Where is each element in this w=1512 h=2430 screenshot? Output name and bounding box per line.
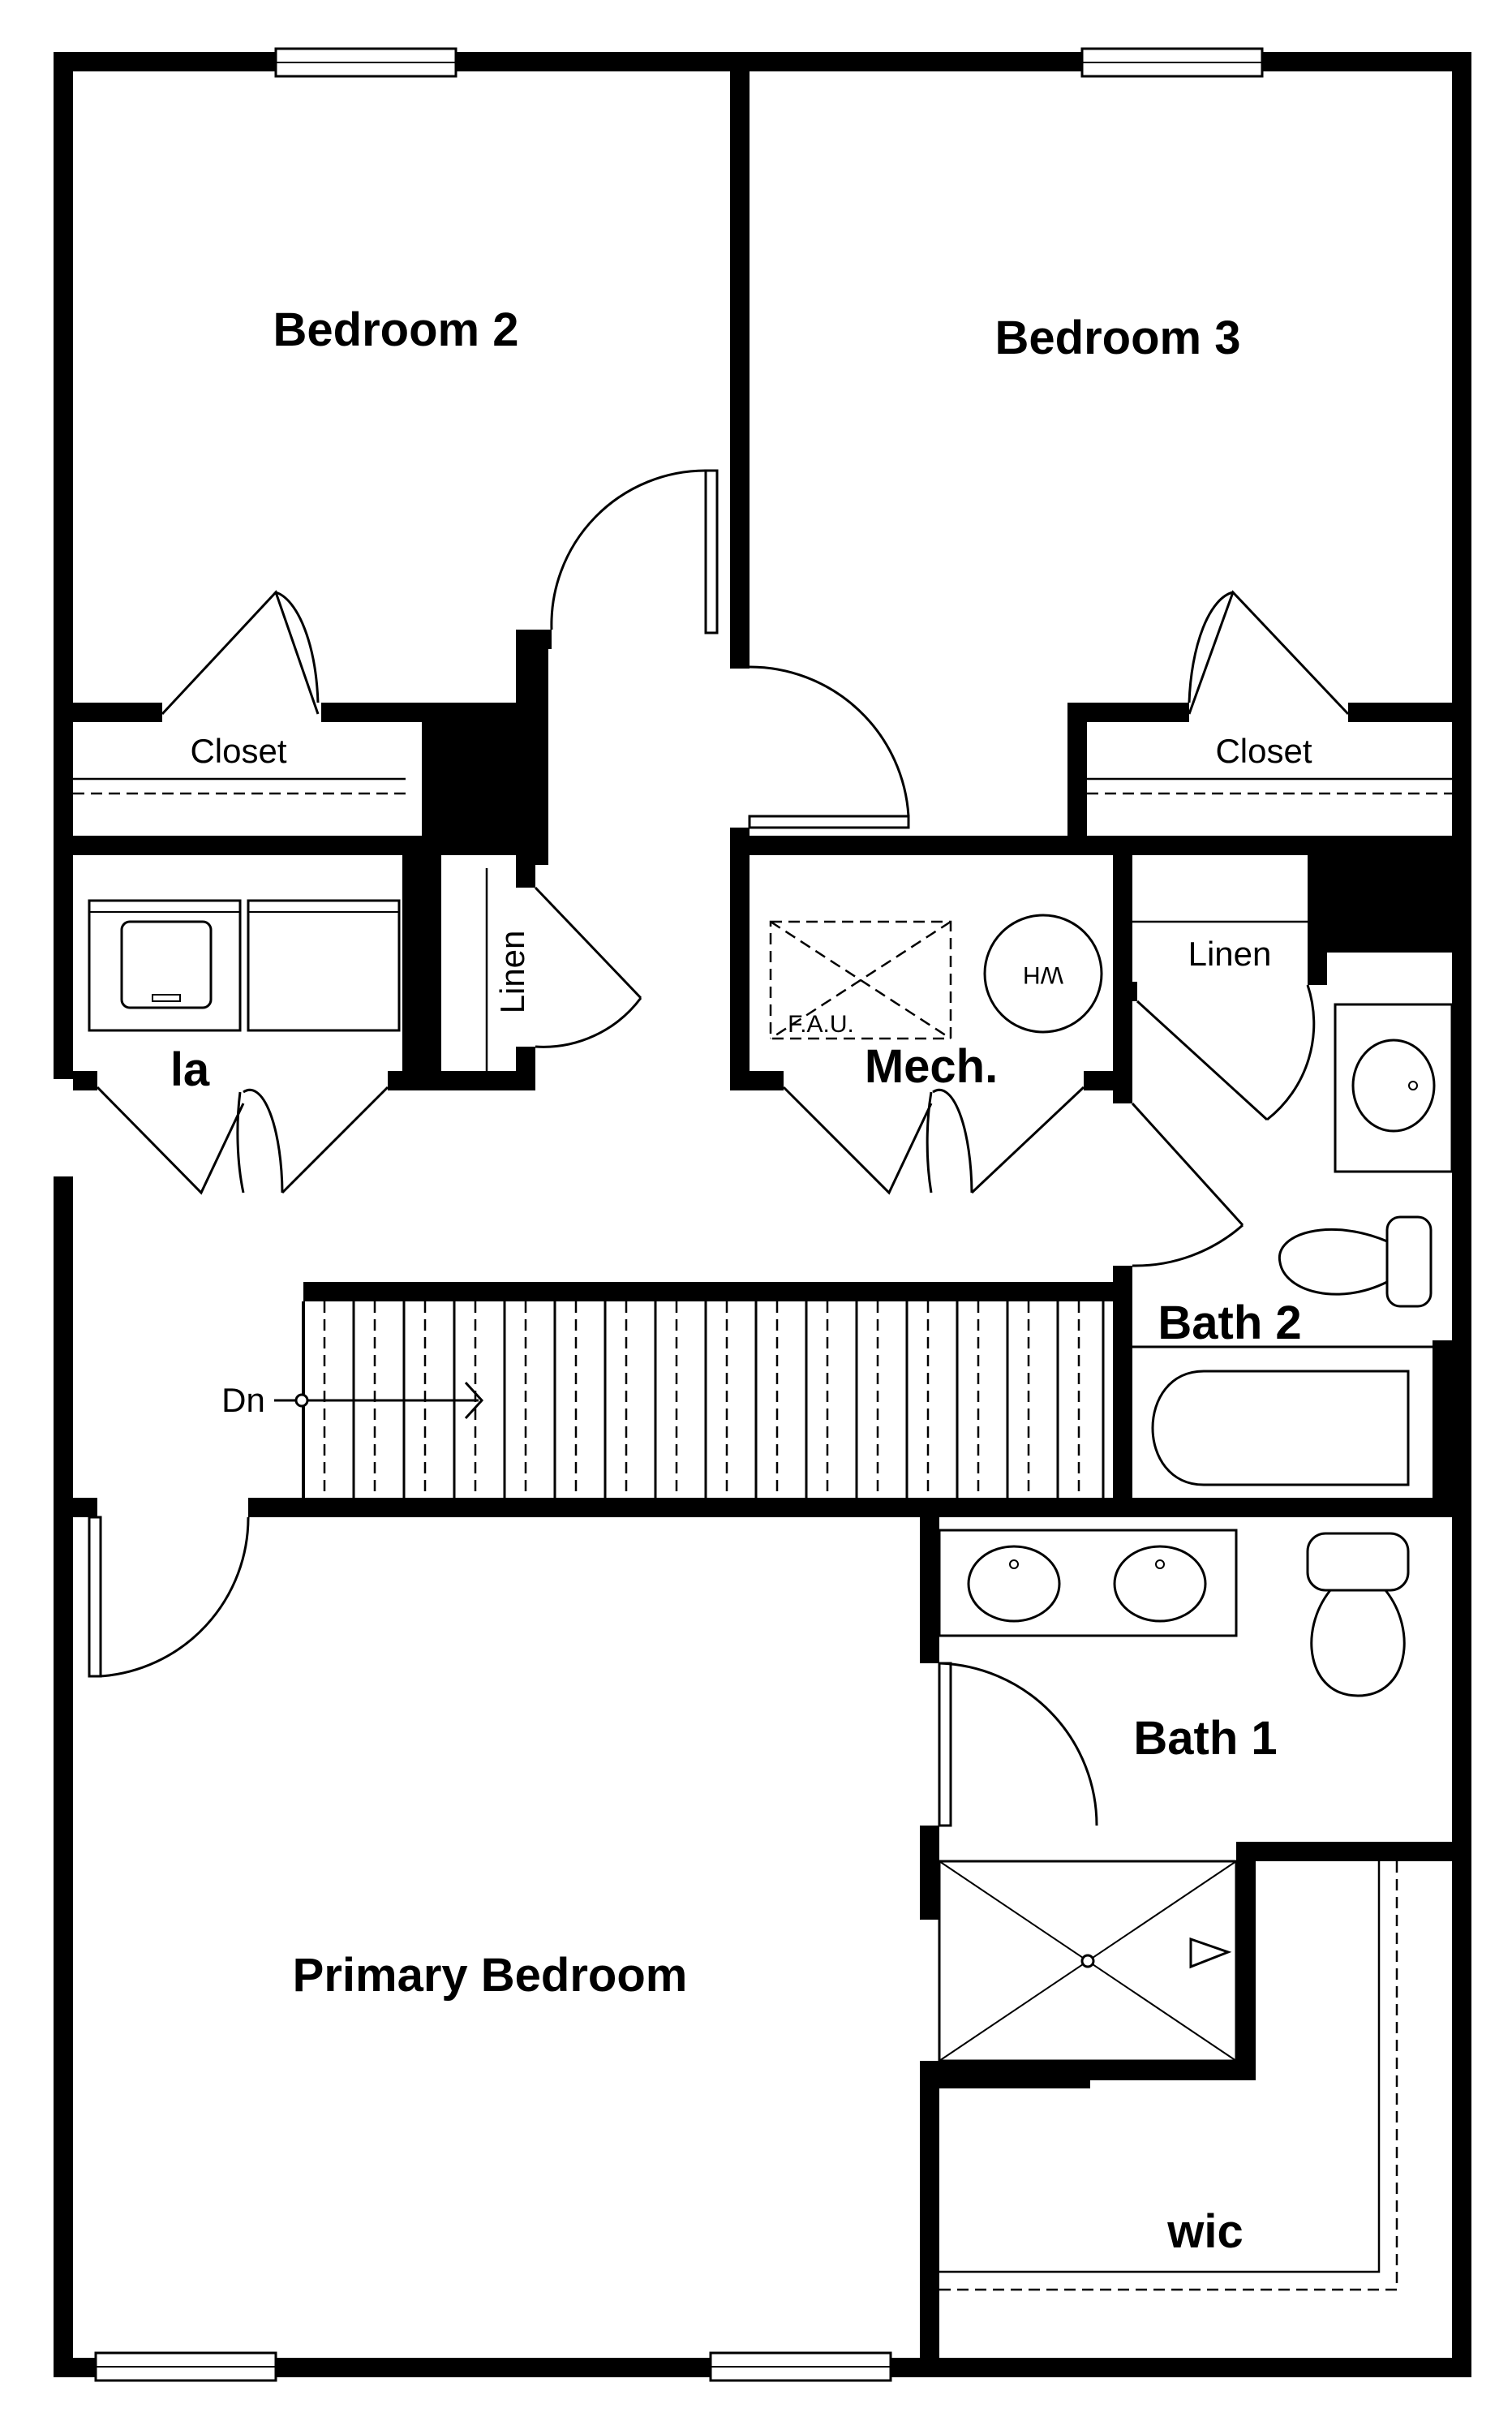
windows [94,47,1264,2382]
dryer-icon [247,899,401,1032]
bath-1-vanity-icon [938,1529,1238,1637]
bath-2-tub-icon [1132,1345,1433,1486]
bedroom-3-label: Bedroom 3 [995,312,1241,364]
room-labels: Bedroom 2 Bedroom 3 Closet Closet la Lin… [170,303,1312,2258]
washer-icon [88,899,242,1032]
linen-left-label: Linen [493,931,531,1014]
window-primary-right [709,2351,892,2382]
bedroom-2-label: Bedroom 2 [273,303,519,356]
stairs-arrow-icon [274,1381,484,1420]
window-bedroom-3 [1080,47,1264,78]
stairs-down-label: Dn [221,1381,265,1419]
mech-label: Mech. [865,1040,998,1093]
bath-2-label: Bath 2 [1158,1297,1301,1349]
laundry-label: la [170,1043,210,1096]
water-heater-label: WH [1023,961,1063,988]
closet-shelves [73,777,1452,795]
fixtures [88,868,1454,2291]
primary-bedroom-label: Primary Bedroom [293,1949,688,2002]
interior-walls [73,52,1452,2377]
bath-1-label: Bath 1 [1133,1712,1277,1765]
wic-shelves [939,1861,1398,2291]
furnace-icon [769,920,952,1040]
window-bedroom-2 [274,47,457,78]
linen-right-label: Linen [1188,935,1272,973]
closet-right-label: Closet [1215,732,1312,770]
window-primary-left [94,2351,277,2382]
exterior-walls [54,52,1471,2377]
bath-2-toilet-icon [1278,1215,1433,1308]
stairs-icon [302,1301,1105,1498]
water-heater-icon [983,914,1103,1034]
shower-icon [938,1860,1238,2062]
bath-2-sink-icon [1334,1003,1454,1173]
wic-label: wic [1166,2205,1244,2258]
fau-label: F.A.U. [788,1011,854,1038]
bath-1-toilet-icon [1306,1532,1410,1697]
closet-left-label: Closet [190,732,286,770]
